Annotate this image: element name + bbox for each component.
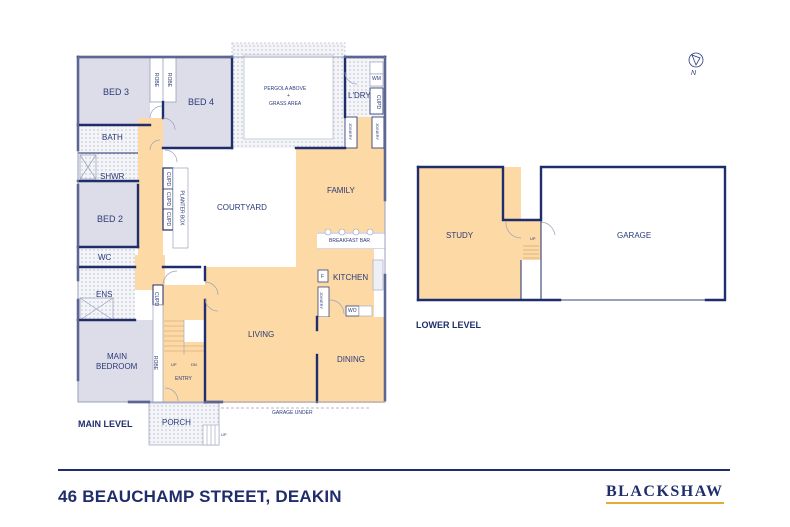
room-label-main-bedroom: MAIN [107, 352, 127, 361]
room-label-bath: BATH [102, 133, 123, 142]
room-label-joinery: JOINERY [348, 122, 354, 141]
room-label-pergola: + [287, 93, 290, 99]
room-label-robe: ROBE [152, 355, 159, 371]
wc-area [78, 247, 135, 267]
main-bedroom-area [78, 320, 153, 402]
room-label-breakfast-bar: BREAKFAST BAR [329, 238, 371, 244]
room-label-entry: ENTRY [175, 376, 192, 382]
room-label-cupd: CUPD [165, 191, 172, 207]
family-area [296, 148, 385, 232]
stair-up-label: UP [171, 362, 177, 367]
stair-dn-label: DN [191, 362, 197, 367]
lower-level-walls [416, 165, 727, 302]
room-label-bed4: BED 4 [188, 97, 215, 107]
compass-label: N [691, 70, 697, 77]
stair-up-label: UP [530, 236, 536, 241]
room-label-garage: GARAGE [617, 231, 652, 240]
room-label-joinery: JOINERY [375, 122, 381, 141]
room-label-cupd: CUPD [165, 171, 172, 187]
room-label-kitchen: KITCHEN [333, 273, 369, 282]
garage-under-label: GARAGE UNDER [272, 410, 313, 416]
living-area [205, 267, 317, 403]
room-label-fridge: F [321, 274, 325, 280]
bed3-area [78, 57, 150, 125]
room-label-courtyard: COURTYARD [217, 203, 267, 212]
room-label-shwr: SHWR [100, 172, 125, 181]
room-label-laundry: L'DRY [348, 91, 371, 100]
room-label-wm: WM [372, 76, 381, 82]
bath-area [78, 125, 138, 153]
ens-area [78, 267, 135, 322]
porch-up-label: UP [221, 432, 227, 437]
lower-level-label: LOWER LEVEL [416, 320, 481, 330]
room-label-cupd: CUPD [153, 291, 160, 307]
room-label-ens: ENS [96, 290, 113, 299]
room-label-bed3: BED 3 [103, 87, 130, 97]
room-label-pergola: PERGOLA ABOVE [264, 86, 307, 92]
brand-logo: BLACKSHAW [606, 483, 724, 504]
property-address: 46 BEAUCHAMP STREET, DEAKIN [58, 487, 342, 506]
room-label-porch: PORCH [162, 418, 191, 427]
north-arrow-icon [688, 52, 704, 68]
main-level-label: MAIN LEVEL [78, 419, 133, 429]
room-label-robe: ROBE [153, 72, 160, 88]
room-label-main-bedroom: BEDROOM [96, 362, 138, 371]
room-label-wc: WC [98, 253, 112, 262]
room-label-dining: DINING [337, 355, 365, 364]
room-label-joinery: JOINERY [319, 291, 325, 310]
room-label-bed2: BED 2 [97, 214, 124, 224]
dining-area [317, 317, 385, 403]
room-label-living: LIVING [248, 330, 275, 339]
room-label-cupd: CUPD [375, 94, 382, 110]
room-label-family: FAMILY [327, 186, 355, 195]
room-label-pergola: GRASS AREA [269, 101, 302, 107]
room-label-study: STUDY [446, 231, 474, 240]
room-label-robe: ROBE [166, 72, 173, 88]
room-label-wall-oven: WO [348, 308, 357, 314]
room-label-planter-box: PLANTER BOX [178, 190, 185, 226]
room-label-cupd: CUPD [165, 211, 172, 227]
bed2-area [78, 181, 138, 247]
